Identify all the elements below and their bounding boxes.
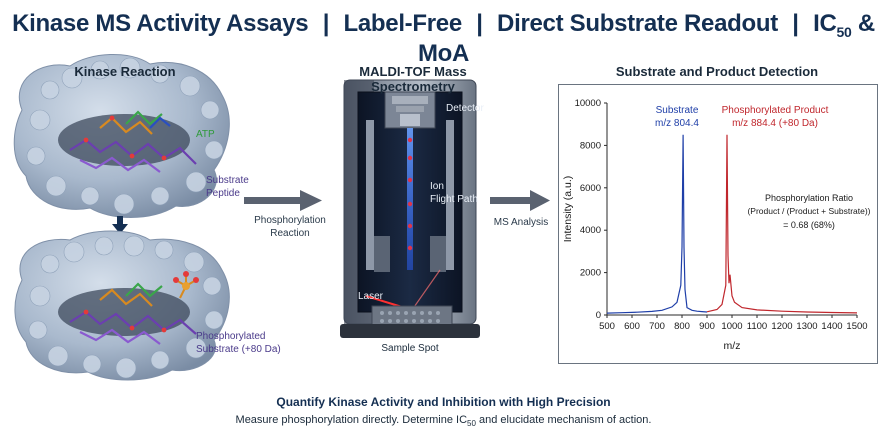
ms-analysis-arrow-icon: [490, 190, 550, 211]
substrate-peak-label: Substrate: [656, 105, 699, 116]
x-tick-label: 1200: [771, 321, 792, 332]
y-tick-label: 6000: [580, 183, 601, 194]
x-tick-label: 600: [624, 321, 640, 332]
ion-flight-path-label: Ion Flight Path: [430, 181, 478, 205]
y-tick-label: 10000: [575, 98, 601, 109]
phosphorylation-reaction-label: Phosphorylation Reaction: [254, 215, 326, 239]
phosphate-group-icon: [173, 271, 199, 299]
ratio-label: Phosphorylation Ratio: [765, 193, 853, 203]
detection-title: Substrate and Product Detection: [615, 64, 819, 79]
ratio-formula: (Product / (Product + Substrate)): [747, 206, 870, 216]
spectrum-chart: 500 600 700 800 900 1000 1100 1200 1300 1400 1500 0…: [558, 84, 878, 364]
y-axis-label: Intensity (a.u.): [562, 176, 574, 243]
phosphorylated-substrate-label: Phosphorylated Substrate (+80 Da): [196, 331, 281, 355]
x-tick-label: 800: [674, 321, 690, 332]
product-peak-mz: m/z 884.4 (+80 Da): [732, 118, 818, 129]
footer-headline: Quantify Kinase Activity and Inhibition …: [276, 395, 611, 409]
kinase-protein-bottom: [14, 230, 230, 381]
substrate-label: Substrate Peptide: [206, 175, 249, 199]
product-peak-label: Phosphorylated Product: [722, 105, 829, 116]
x-tick-label: 1300: [796, 321, 817, 332]
x-tick-label: 1400: [821, 321, 842, 332]
footer-subtext: Measure phosphorylation directly. Determ…: [235, 414, 652, 429]
ms-analysis-label: MS Analysis: [493, 217, 549, 228]
x-tick-label: 1000: [721, 321, 742, 332]
spectrum-svg: 500 600 700 800 900 1000 1100 1200 1300 1400 1500 0…: [562, 98, 871, 352]
x-tick-label: 900: [699, 321, 715, 332]
substrate-series-line: [606, 134, 708, 314]
maldi-tof-instrument: [340, 79, 480, 338]
kinase-protein-top: [13, 54, 230, 218]
x-tick-label: 1500: [846, 321, 867, 332]
y-tick-label: 0: [596, 310, 601, 321]
x-tick-label: 1100: [747, 321, 767, 332]
detector-label: Detector: [446, 103, 484, 114]
y-tick-label: 4000: [580, 225, 601, 236]
x-axis-label: m/z: [724, 340, 741, 352]
reaction-arrow-icon: [244, 190, 322, 211]
sample-spot-label: Sample Spot: [381, 343, 439, 354]
product-series-line: [706, 134, 858, 314]
laser-label: Laser: [358, 291, 384, 302]
substrate-peak-mz: m/z 804.4: [655, 118, 699, 129]
kinase-reaction-title: Kinase Reaction: [74, 64, 176, 79]
down-arrow-icon: [112, 216, 128, 234]
ratio-value: = 0.68 (68%): [783, 220, 835, 230]
x-tick-label: 700: [649, 321, 665, 332]
y-tick-label: 2000: [580, 268, 601, 279]
atp-label: ATP: [196, 129, 215, 140]
x-tick-label: 500: [599, 321, 615, 332]
maldi-title: MALDI-TOF Mass Spectrometry: [359, 64, 467, 94]
page-title: Kinase MS Activity Assays | Label-Free |…: [12, 10, 875, 67]
y-tick-label: 8000: [580, 140, 601, 151]
